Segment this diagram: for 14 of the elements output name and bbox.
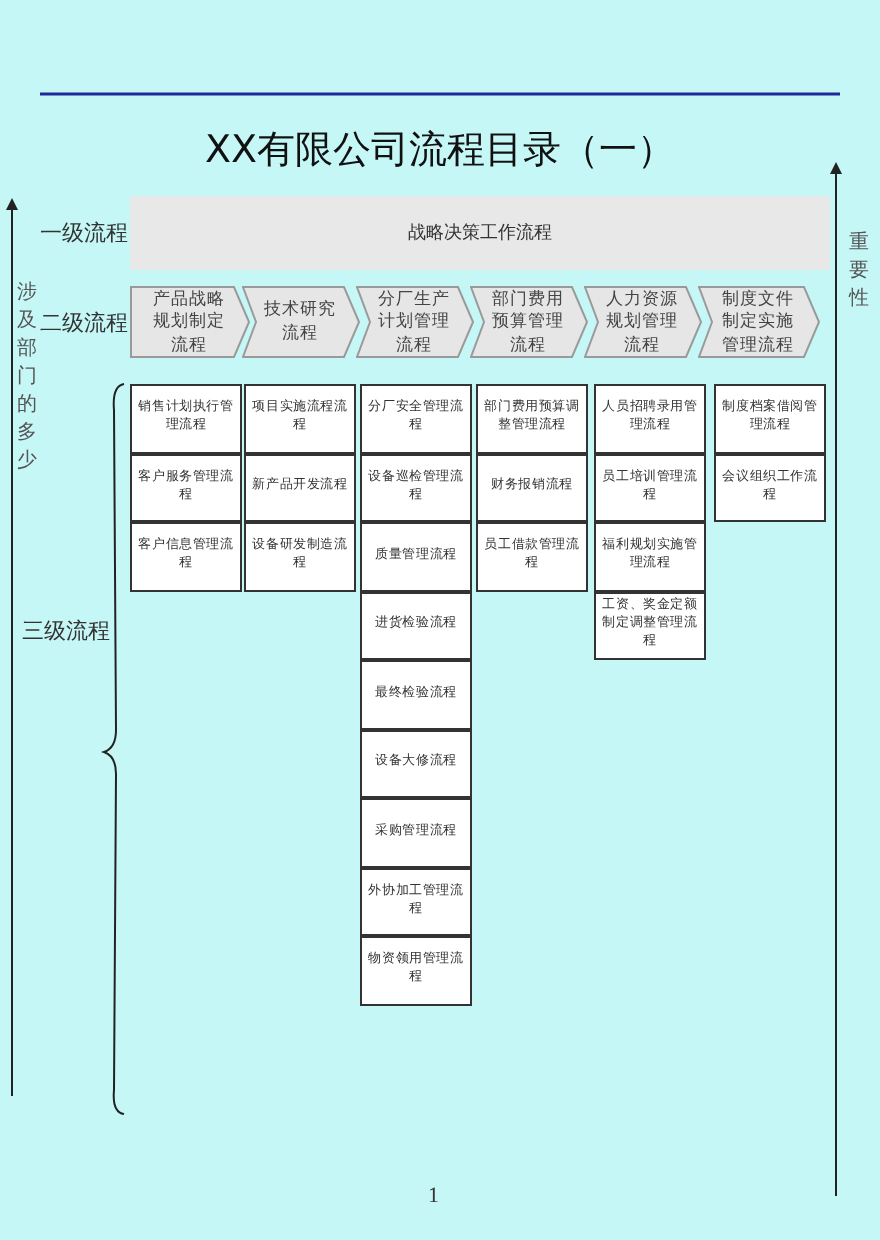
chevron-step: 人力资源规划管理流程 — [584, 286, 702, 358]
chevron-step: 技术研究流程 — [242, 286, 360, 358]
title: XX有限公司流程目录（一） — [202, 126, 678, 176]
level-band: 战略决策工作流程 — [130, 196, 830, 270]
chevron-step: 部门费用预算管理流程 — [470, 286, 588, 358]
chevron-step: 产品战略规划制定流程 — [130, 286, 250, 358]
level-label: 一级流程 — [40, 219, 128, 248]
page-number: 1 — [428, 1184, 439, 1208]
axis-label: 涉及部门的多少 — [16, 280, 38, 476]
chevron-step: 制度文件制定实施管理流程 — [698, 286, 820, 358]
axis-label: 重要性 — [848, 230, 870, 314]
chevron-step: 分厂生产计划管理流程 — [356, 286, 474, 358]
level-label: 三级流程 — [22, 617, 110, 646]
level-label: 二级流程 — [40, 309, 128, 338]
